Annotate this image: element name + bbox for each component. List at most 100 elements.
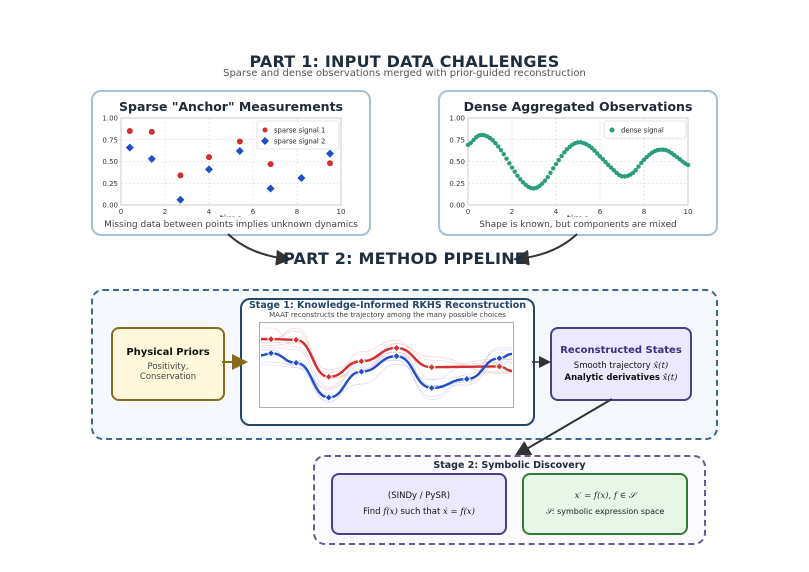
x-tick-label: 8 xyxy=(295,208,299,216)
y-tick-label: 0.25 xyxy=(102,180,118,188)
arrow-sparse-to-pipeline xyxy=(227,233,292,266)
data-point-2 xyxy=(297,174,306,183)
data-point-1 xyxy=(507,161,512,166)
data-point-1 xyxy=(504,156,509,161)
legend-box xyxy=(256,120,340,150)
anchor-point-2 xyxy=(462,374,471,384)
data-point-1 xyxy=(490,138,495,143)
anchor-point-2 xyxy=(324,393,333,402)
dense-chart: 0.000.250.500.751.000246810timedense sig… xyxy=(449,115,693,218)
reconstructed-states-title: Reconstructed States xyxy=(560,345,682,356)
y-tick-label: 0.50 xyxy=(449,158,465,166)
x-tick-label: 10 xyxy=(684,208,693,216)
x-tick-label: 4 xyxy=(554,208,559,216)
data-point-1 xyxy=(327,160,333,167)
stage1-subtitle: MAAT reconstructs the trajectory among t… xyxy=(269,311,506,319)
dynamics-equation-math: ẋ = f(x) xyxy=(443,507,475,517)
find-function-line: Find f(x) such that ẋ = f(x) xyxy=(363,507,475,517)
data-point-1 xyxy=(556,157,561,163)
data-point-1 xyxy=(685,162,691,168)
candidate-trajectory xyxy=(261,347,512,397)
y-tick-label: 0.00 xyxy=(102,202,118,210)
x-tick-label: 0 xyxy=(466,208,470,216)
data-point-1 xyxy=(512,169,517,174)
data-point-1 xyxy=(633,167,638,173)
anchor-point-1 xyxy=(392,343,401,353)
data-point-1 xyxy=(542,178,548,183)
data-point-1 xyxy=(148,128,155,135)
anchor-point-1 xyxy=(324,372,333,381)
x-tick-label: 8 xyxy=(642,208,646,216)
part1-title: PART 1: INPUT DATA CHALLENGES xyxy=(249,52,560,71)
sparse-panel-title: Sparse "Anchor" Measurements xyxy=(119,99,343,114)
data-point-1 xyxy=(592,148,597,153)
data-point-2 xyxy=(125,143,134,152)
y-tick-label: 0.00 xyxy=(449,202,465,210)
symbolic-space-text: : symbolic expression space xyxy=(551,507,665,516)
y-tick-label: 0.75 xyxy=(449,136,465,144)
reconstructed-trajectory-2 xyxy=(260,351,513,399)
data-point-1 xyxy=(603,159,608,165)
x-tick-label: 2 xyxy=(510,208,514,216)
arrow-recon-to-stage2 xyxy=(514,398,613,457)
symbolic-space-description: 𝒮: symbolic expression space xyxy=(546,507,665,517)
data-point-1 xyxy=(498,147,504,153)
data-point-1 xyxy=(551,166,556,171)
data-point-1 xyxy=(600,156,605,162)
data-point-1 xyxy=(608,165,614,170)
data-point-1 xyxy=(501,152,506,157)
data-point-2 xyxy=(235,147,244,156)
legend-marker xyxy=(262,127,268,133)
symbolic-space-equation: x′ = f(x), f ∈ 𝒮 xyxy=(574,491,636,501)
data-point-2 xyxy=(205,165,213,174)
data-point-1 xyxy=(236,138,243,145)
smooth-trajectory-line: Smooth trajectory x̂(t) xyxy=(574,361,668,371)
data-point-1 xyxy=(509,165,515,170)
arrow-dense-to-pipeline xyxy=(513,233,578,266)
sparse-panel-caption: Missing data between points implies unkn… xyxy=(104,220,358,230)
data-point-2 xyxy=(176,195,185,204)
reconstruction-plot xyxy=(259,322,514,408)
anchor-point-2 xyxy=(357,367,366,376)
anchor-point-2 xyxy=(427,383,436,393)
reconstructed-states-box: Reconstructed States Smooth trajectory x… xyxy=(550,327,692,401)
anchor-point-1 xyxy=(292,335,301,344)
such-that-label: such that xyxy=(400,507,441,517)
data-point-1 xyxy=(468,140,473,146)
x-axis-label: time xyxy=(220,214,243,217)
anchor-point-1 xyxy=(357,357,366,366)
data-point-1 xyxy=(515,173,520,178)
y-tick-label: 0.25 xyxy=(449,180,465,188)
anchor-point-2 xyxy=(292,358,301,367)
data-point-1 xyxy=(553,161,559,167)
data-point-1 xyxy=(540,181,545,186)
sparse-chart: 0.000.250.500.751.000246810timesparse si… xyxy=(102,115,345,218)
data-point-1 xyxy=(589,145,594,151)
anchor-point-2 xyxy=(495,354,504,363)
data-point-1 xyxy=(636,164,641,169)
data-point-1 xyxy=(562,150,567,155)
legend-label: sparse signal 2 xyxy=(274,138,325,146)
data-point-1 xyxy=(493,140,498,146)
legend-label: sparse signal 1 xyxy=(274,127,325,135)
y-tick-label: 1.00 xyxy=(449,115,465,123)
find-function-math: f(x) xyxy=(383,507,398,517)
x-axis-label: time xyxy=(567,214,590,217)
x-tick-label: 2 xyxy=(163,208,167,216)
data-point-1 xyxy=(126,128,133,135)
physical-priors-line1: Positivity, xyxy=(147,361,189,372)
physical-priors-title: Physical Priors xyxy=(126,346,210,358)
part1-subtitle: Sparse and dense observations merged wit… xyxy=(223,68,586,79)
data-point-1 xyxy=(267,161,274,168)
y-tick-label: 0.75 xyxy=(102,136,118,144)
data-point-1 xyxy=(641,157,647,162)
dense-panel-title: Dense Aggregated Observations xyxy=(463,99,693,114)
data-point-2 xyxy=(147,154,156,163)
analytic-derivatives-label: Analytic derivatives xyxy=(564,373,660,383)
sindy-pysr-label: (SINDy / PySR) xyxy=(387,491,451,501)
symbolic-space-symbol: 𝒮 xyxy=(545,507,552,516)
data-point-1 xyxy=(518,177,523,182)
y-tick-label: 0.50 xyxy=(102,158,118,166)
data-point-1 xyxy=(597,154,603,159)
data-point-1 xyxy=(206,154,212,161)
